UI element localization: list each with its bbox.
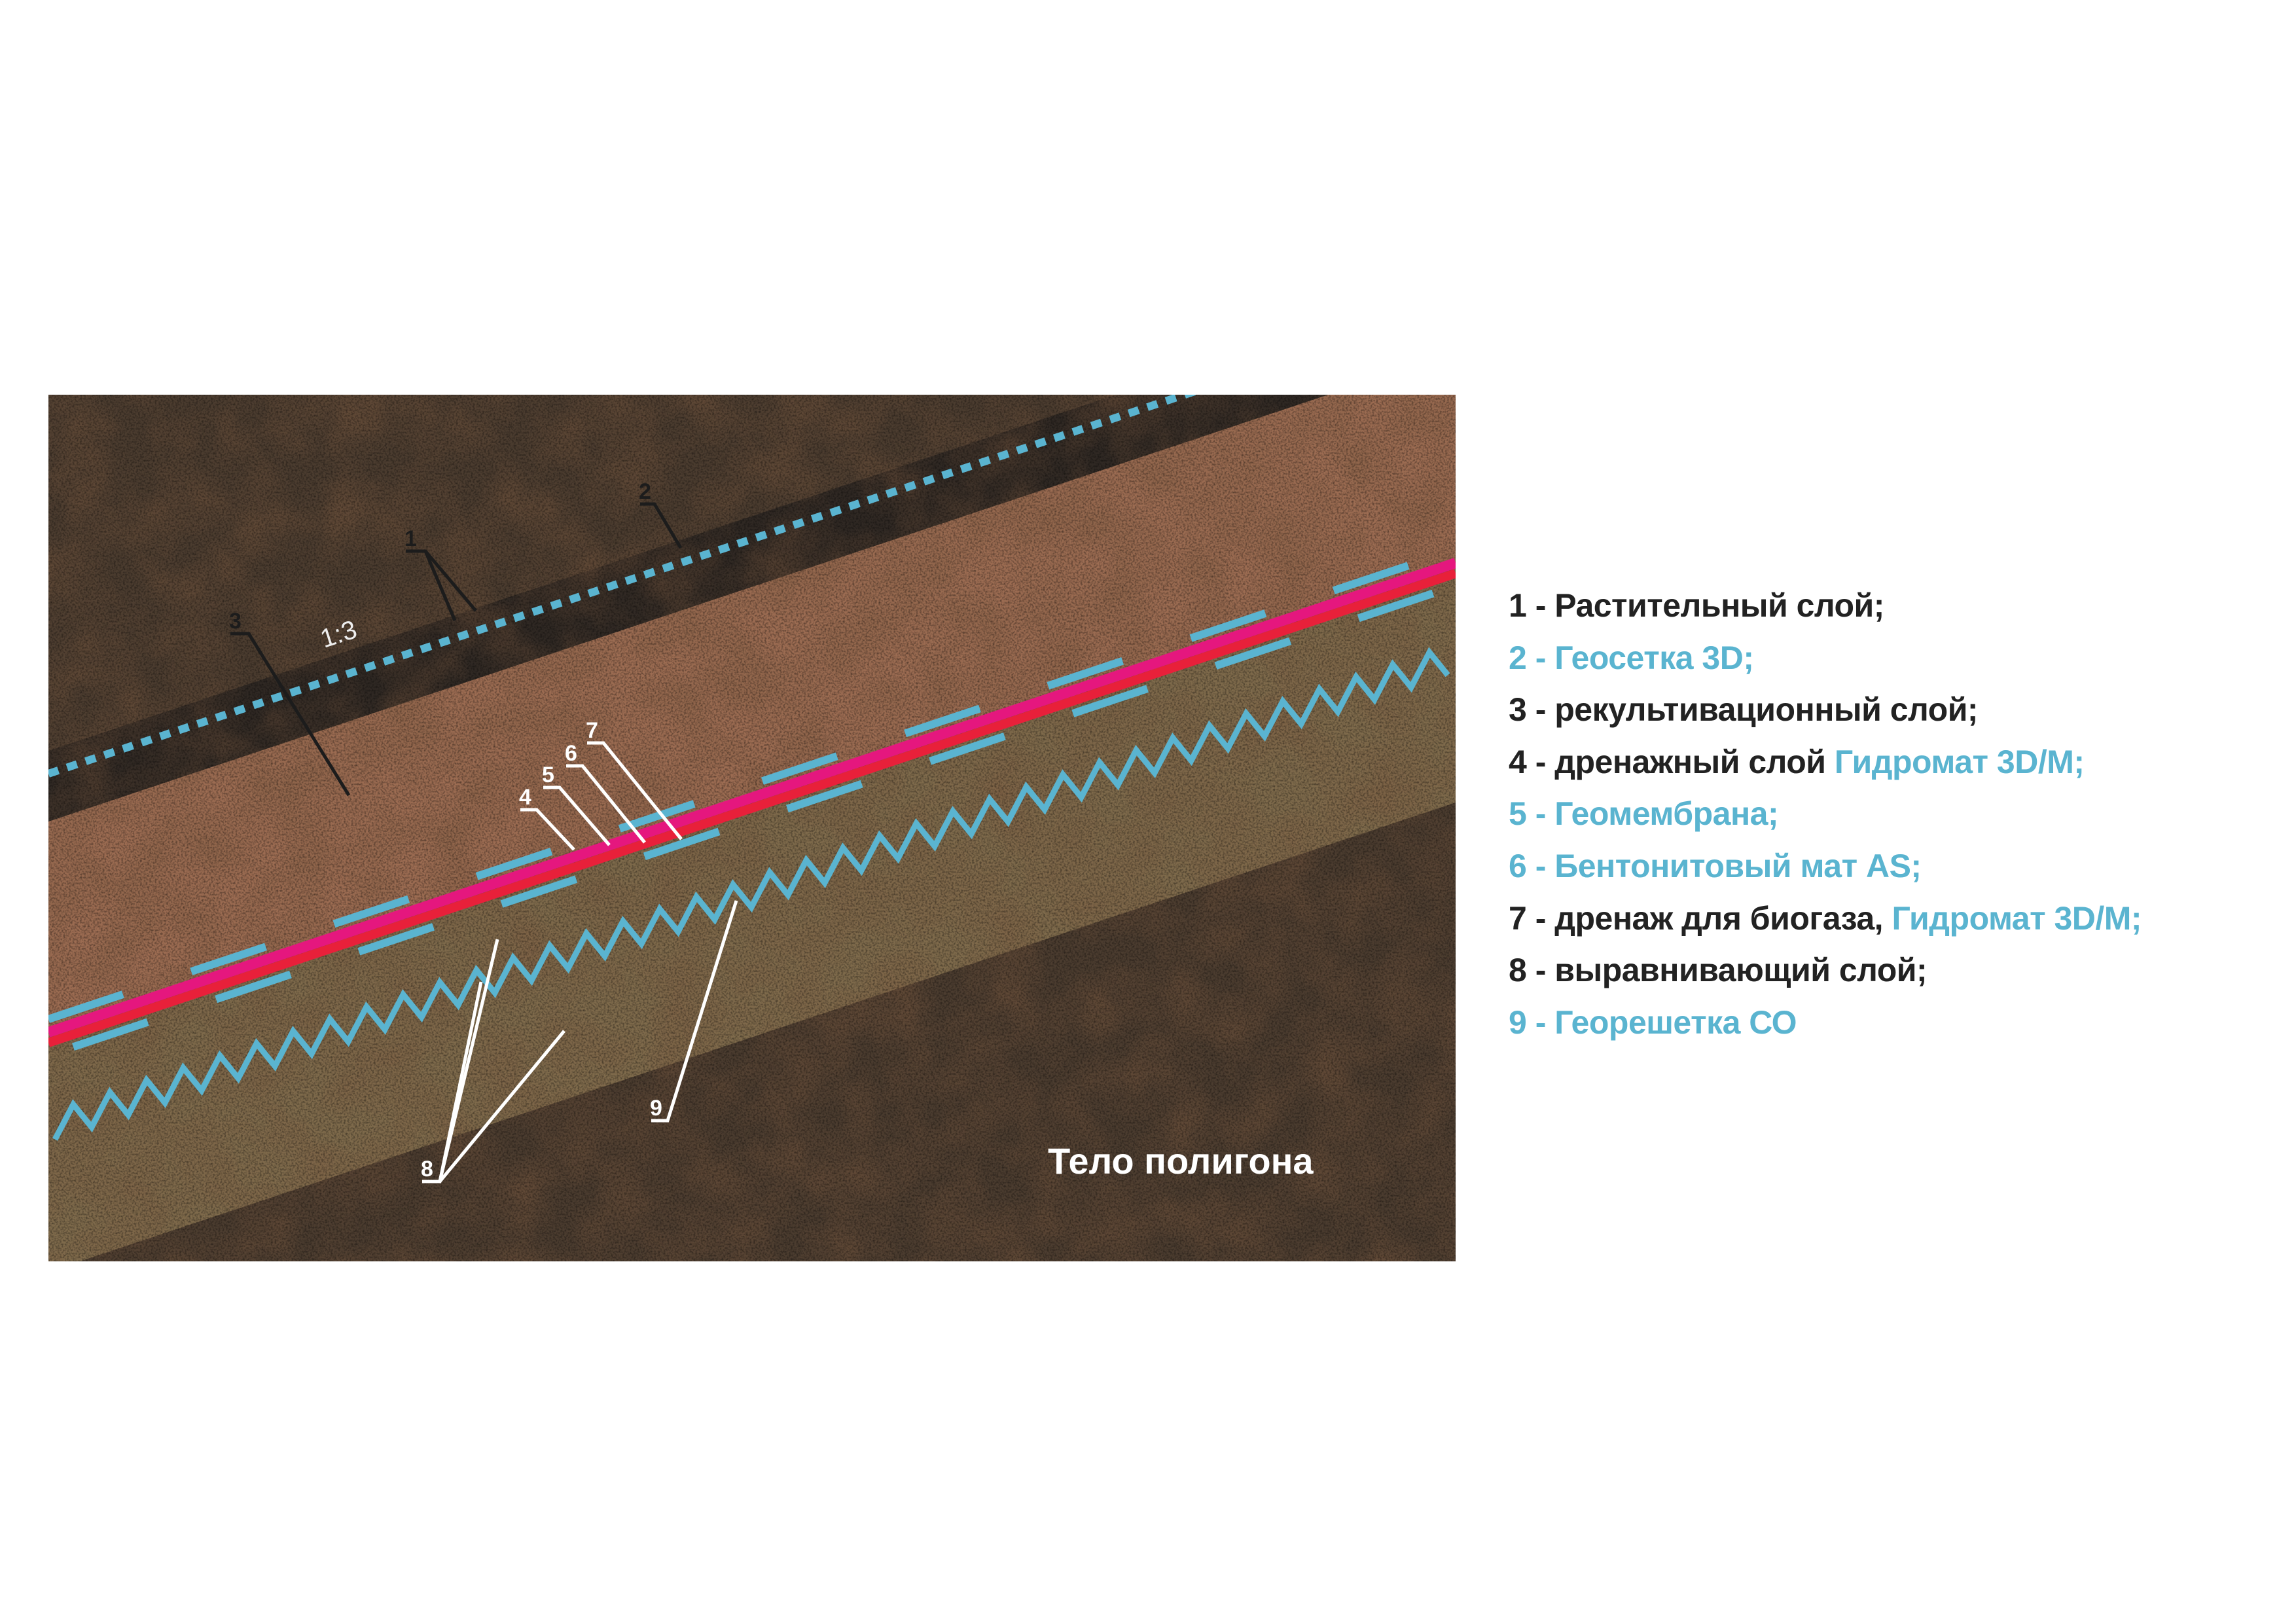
callout-label-3: 3 <box>229 609 242 634</box>
legend-text: Растительный слой; <box>1554 587 1884 624</box>
callout-label-1: 1 <box>404 526 417 551</box>
geocell-co-zigzag <box>52 647 1450 1141</box>
callout-label-8: 8 <box>421 1157 433 1182</box>
callout-label-5: 5 <box>542 763 554 787</box>
legend: 1 - Растительный слой; 2 - Геосетка 3D; … <box>1509 585 2142 1053</box>
callout-leader-8c <box>438 981 483 1182</box>
legend-number: 1 - <box>1509 587 1555 624</box>
legend-item-8: 8 - выравнивающий слой; <box>1509 949 2142 1001</box>
callout-leader-1b <box>423 550 457 621</box>
legend-text: Бентонитовый мат AS; <box>1554 847 1922 884</box>
legend-text: Геосетка 3D; <box>1554 639 1754 676</box>
legend-number: 5 - <box>1509 795 1555 833</box>
callout-label-6: 6 <box>565 741 577 766</box>
callout-label-9: 9 <box>650 1096 662 1121</box>
legend-product: Гидромат 3D/M; <box>1892 899 2142 937</box>
legend-text: дренажный слой <box>1554 743 1835 780</box>
legend-item-4: 4 - дренажный слой Гидромат 3D/M; <box>1509 741 2142 793</box>
legend-number: 3 - <box>1509 691 1555 729</box>
legend-text: Георешетка СО <box>1554 1003 1797 1041</box>
legend-item-6: 6 - Бентонитовый мат AS; <box>1509 845 2142 897</box>
callout-leader-4 <box>520 808 575 851</box>
legend-text: дренаж для биогаза, <box>1554 899 1892 937</box>
drainage-mat-lower-dashes <box>48 582 1456 1059</box>
legend-item-5: 5 - Геомембрана; <box>1509 793 2142 845</box>
legend-item-3: 3 - рекультивационный слой; <box>1509 689 2142 741</box>
legend-number: 9 - <box>1509 1003 1555 1041</box>
legend-number: 6 - <box>1509 847 1555 884</box>
callout-label-7: 7 <box>586 718 598 743</box>
legend-text: Геомембрана; <box>1554 795 1779 833</box>
legend-number: 4 - <box>1509 743 1555 780</box>
legend-item-2: 2 - Геосетка 3D; <box>1509 637 2142 689</box>
callout-label-2: 2 <box>639 479 651 504</box>
callout-leader-5 <box>543 785 611 846</box>
legend-item-1: 1 - Растительный слой; <box>1509 585 2142 637</box>
callout-leader-8b <box>439 1030 565 1183</box>
callout-leader-7 <box>587 741 683 840</box>
callout-label-4: 4 <box>519 785 531 810</box>
legend-text: выравнивающий слой; <box>1554 952 1928 989</box>
legend-number: 7 - <box>1509 899 1555 937</box>
legend-item-9: 9 - Георешетка СО <box>1509 1001 2142 1054</box>
geomembrane-pink <box>48 558 1456 1038</box>
legend-text: рекультивационный слой; <box>1554 691 1979 729</box>
callout-leader-2 <box>640 502 683 549</box>
callout-leader-9 <box>651 900 738 1123</box>
bentonite-mat-upper-dashes <box>48 546 1456 1023</box>
legend-product: Гидромат 3D/M; <box>1834 743 2085 780</box>
legend-item-7: 7 - дренаж для биогаза, Гидромат 3D/M; <box>1509 897 2142 950</box>
callout-leader-3 <box>230 632 351 797</box>
callout-leader-6 <box>566 764 646 844</box>
legend-number: 8 - <box>1509 952 1555 989</box>
geomembrane-red <box>48 569 1456 1047</box>
landfill-body-label: Тело полигона <box>1048 1140 1314 1182</box>
legend-number: 2 - <box>1509 639 1555 676</box>
